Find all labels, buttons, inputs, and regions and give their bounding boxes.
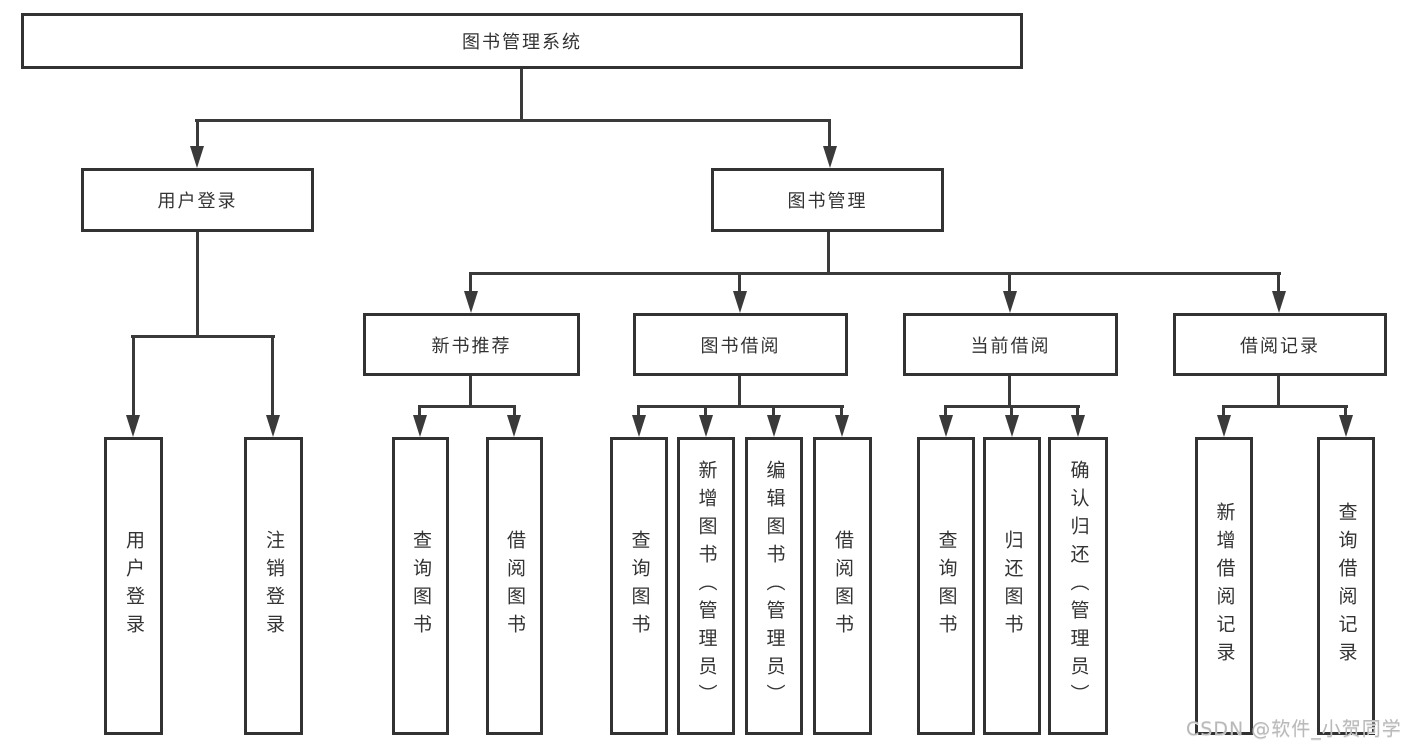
leaf-user-login-label: 用户登录 — [123, 530, 145, 642]
connector-stem — [418, 408, 421, 417]
arrowhead-down-icon — [1339, 415, 1353, 437]
leaf-logout: 注销登录 — [244, 437, 303, 735]
arrowhead-down-icon — [1272, 291, 1286, 313]
node-current-borrow-label: 当前借阅 — [970, 335, 1051, 357]
leaf-logout-label: 注销登录 — [263, 530, 285, 642]
connector-stem — [1010, 408, 1013, 417]
connector-hline — [637, 405, 844, 408]
leaf-edit-books-admin-label: 编辑图书（管理员） — [763, 460, 786, 712]
arrowhead-down-icon — [413, 415, 427, 437]
connector-stem — [840, 408, 843, 417]
connector-vline — [738, 376, 741, 407]
arrowhead-down-icon — [266, 415, 280, 437]
leaf-borrow-books: 借阅图书 — [813, 437, 872, 735]
connector-stem — [1277, 275, 1280, 292]
connector-vline — [1277, 376, 1280, 407]
arrowhead-down-icon — [939, 415, 953, 437]
node-new-book-recommend: 新书推荐 — [363, 313, 580, 376]
leaf-query-books-current: 查询图书 — [917, 437, 975, 735]
connector-stem — [1076, 408, 1079, 417]
node-book-management: 图书管理 — [711, 168, 944, 232]
arrowhead-down-icon — [733, 291, 747, 313]
connector-vline — [196, 232, 199, 337]
connector-stem — [132, 338, 135, 415]
arrowhead-down-icon — [190, 146, 204, 168]
arrowhead-down-icon — [699, 415, 713, 437]
leaf-query-books-borrow: 查询图书 — [610, 437, 668, 735]
connector-vline — [827, 232, 830, 275]
connector-hline — [195, 119, 831, 122]
node-root: 图书管理系统 — [21, 13, 1023, 69]
node-user-login: 用户登录 — [81, 168, 314, 232]
connector-stem — [944, 408, 947, 417]
arrowhead-down-icon — [767, 415, 781, 437]
leaf-borrow-books-recommend-label: 借阅图书 — [504, 530, 526, 642]
connector-vline — [469, 376, 472, 407]
node-borrow-records-label: 借阅记录 — [1240, 335, 1320, 357]
connector-stem — [1008, 275, 1011, 292]
leaf-query-books-recommend-label: 查询图书 — [410, 530, 432, 642]
connector-stem — [196, 121, 199, 147]
arrowhead-down-icon — [507, 415, 521, 437]
leaf-add-books-admin: 新增图书（管理员） — [677, 437, 735, 735]
connector-hline — [131, 335, 275, 338]
node-current-borrow: 当前借阅 — [903, 313, 1118, 376]
leaf-confirm-return-admin: 确认归还（管理员） — [1048, 437, 1108, 735]
connector-vline — [1008, 376, 1011, 407]
leaf-add-books-admin-label: 新增图书（管理员） — [695, 460, 718, 712]
leaf-borrow-books-recommend: 借阅图书 — [486, 437, 543, 735]
leaf-edit-books-admin: 编辑图书（管理员） — [745, 437, 803, 735]
connector-stem — [704, 408, 707, 417]
leaf-query-books-current-label: 查询图书 — [935, 530, 958, 642]
leaf-return-books: 归还图书 — [983, 437, 1041, 735]
arrowhead-down-icon — [1217, 415, 1231, 437]
arrowhead-down-icon — [126, 415, 140, 437]
node-book-management-label: 图书管理 — [787, 191, 868, 212]
connector-vline — [520, 69, 523, 121]
leaf-return-books-label: 归还图书 — [1001, 530, 1024, 642]
connector-hline — [418, 405, 516, 408]
node-root-label: 图书管理系统 — [462, 32, 582, 53]
leaf-borrow-books-label: 借阅图书 — [832, 530, 854, 642]
arrowhead-down-icon — [823, 146, 837, 168]
connector-stem — [772, 408, 775, 417]
connector-stem — [1222, 408, 1225, 417]
node-book-borrow-label: 图书借阅 — [700, 335, 781, 357]
connector-stem — [637, 408, 640, 417]
leaf-query-borrow-record: 查询借阅记录 — [1317, 437, 1375, 735]
arrowhead-down-icon — [632, 415, 646, 437]
connector-stem — [1344, 408, 1347, 417]
connector-stem — [513, 408, 516, 417]
leaf-user-login: 用户登录 — [104, 437, 163, 735]
connector-hline — [1222, 405, 1348, 408]
node-new-book-recommend-label: 新书推荐 — [431, 335, 512, 357]
connector-stem — [828, 121, 831, 147]
node-user-login-label: 用户登录 — [157, 191, 238, 212]
leaf-query-borrow-record-label: 查询借阅记录 — [1335, 502, 1358, 670]
leaf-add-borrow-record-label: 新增借阅记录 — [1213, 502, 1236, 670]
leaf-add-borrow-record: 新增借阅记录 — [1195, 437, 1253, 735]
connector-stem — [738, 275, 741, 292]
connector-hline — [469, 272, 1281, 275]
leaf-query-books-recommend: 查询图书 — [392, 437, 449, 735]
node-borrow-records: 借阅记录 — [1173, 313, 1387, 376]
leaf-confirm-return-admin-label: 确认归还（管理员） — [1067, 460, 1090, 712]
connector-stem — [271, 338, 274, 415]
arrowhead-down-icon — [464, 291, 478, 313]
leaf-query-books-borrow-label: 查询图书 — [628, 530, 651, 642]
arrowhead-down-icon — [835, 415, 849, 437]
csdn-watermark: CSDN @软件_小贺同学 — [1186, 718, 1402, 740]
node-book-borrow: 图书借阅 — [633, 313, 848, 376]
arrowhead-down-icon — [1071, 415, 1085, 437]
arrowhead-down-icon — [1005, 415, 1019, 437]
connector-hline — [944, 405, 1080, 408]
arrowhead-down-icon — [1003, 291, 1017, 313]
connector-stem — [469, 275, 472, 292]
